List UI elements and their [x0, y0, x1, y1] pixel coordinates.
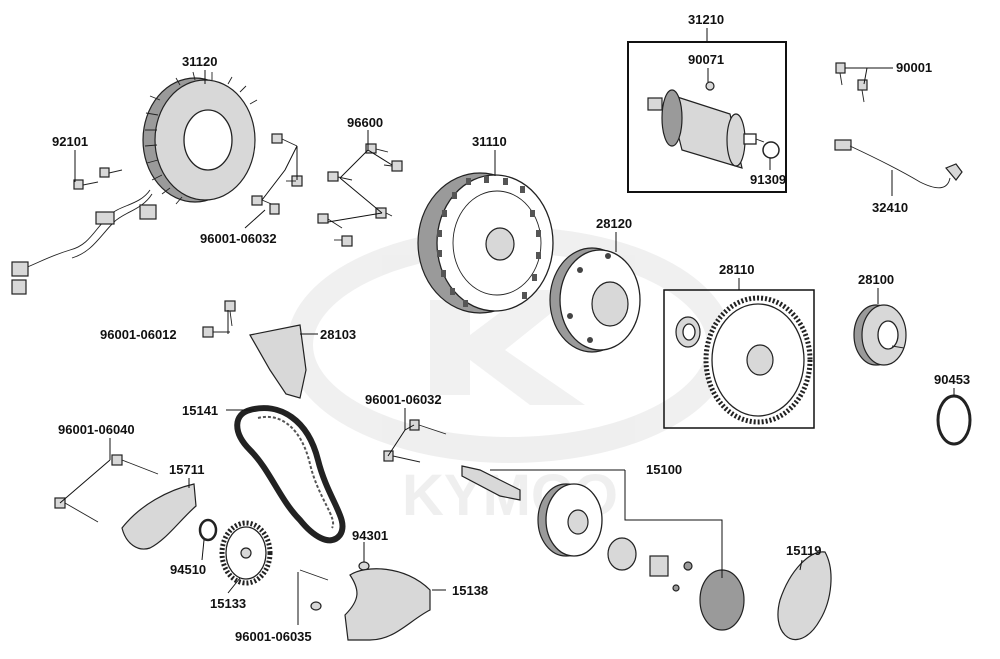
- label-28120[interactable]: 28120: [596, 216, 632, 231]
- part-31210-starter-motor[interactable]: [627, 41, 787, 193]
- label-94510[interactable]: 94510: [170, 562, 206, 577]
- label-31110[interactable]: 31110: [472, 134, 507, 149]
- part-15133-sprocket[interactable]: [219, 520, 273, 586]
- part-15141-belt[interactable]: [234, 405, 346, 544]
- part-90001-bolts[interactable]: [835, 62, 868, 103]
- leader-lines: [59, 28, 955, 625]
- label-90453[interactable]: 90453: [934, 372, 970, 387]
- part-92101-screws[interactable]: [73, 167, 123, 190]
- part-15119-plate[interactable]: [777, 551, 832, 641]
- part-94301-pin[interactable]: [299, 561, 370, 611]
- part-94510-clip[interactable]: [198, 518, 218, 542]
- label-91309[interactable]: 91309: [750, 172, 786, 187]
- label-15141[interactable]: 15141: [182, 403, 218, 418]
- label-90071[interactable]: 90071: [688, 52, 724, 67]
- label-15133[interactable]: 15133: [210, 596, 246, 611]
- label-28103[interactable]: 28103: [320, 327, 356, 342]
- part-28103-chain-guide[interactable]: [249, 324, 307, 399]
- part-15138-bracket[interactable]: [344, 568, 431, 641]
- label-28100[interactable]: 28100: [858, 272, 894, 287]
- label-31210[interactable]: 31210: [688, 12, 724, 27]
- part-31120-stator[interactable]: [11, 71, 258, 295]
- label-15119[interactable]: 15119: [786, 543, 821, 558]
- part-15711-cover[interactable]: [121, 483, 197, 550]
- label-32410[interactable]: 32410: [872, 200, 908, 215]
- part-labels: 31120 92101 96600 96001-06032 31110 3121…: [52, 12, 970, 644]
- part-96001-06012-bolts[interactable]: [202, 300, 236, 338]
- label-28110[interactable]: 28110: [719, 262, 754, 277]
- bolt-set-stator[interactable]: [251, 133, 403, 247]
- part-28110-driven-gear[interactable]: [663, 289, 815, 429]
- label-94301[interactable]: 94301: [352, 528, 388, 543]
- label-15711[interactable]: 15711: [169, 462, 204, 477]
- part-28120-starter-clutch[interactable]: [549, 247, 641, 353]
- part-32410-cable[interactable]: [834, 139, 963, 189]
- label-31120[interactable]: 31120: [182, 54, 217, 69]
- part-15100-assembly[interactable]: [461, 465, 745, 631]
- part-28100-idle-gear[interactable]: [853, 304, 907, 366]
- part-31110-flywheel[interactable]: [417, 172, 554, 314]
- label-96001-06035[interactable]: 96001-06035: [235, 629, 312, 644]
- label-96001-06032-a[interactable]: 96001-06032: [200, 231, 277, 246]
- label-96001-06032-b[interactable]: 96001-06032: [365, 392, 442, 407]
- label-96001-06040[interactable]: 96001-06040: [58, 422, 135, 437]
- label-90001[interactable]: 90001: [896, 60, 932, 75]
- part-90453-ring[interactable]: [936, 394, 972, 446]
- label-96001-06012[interactable]: 96001-06012: [100, 327, 177, 342]
- label-92101[interactable]: 92101: [52, 134, 88, 149]
- label-15100[interactable]: 15100: [646, 462, 682, 477]
- label-15138[interactable]: 15138: [452, 583, 488, 598]
- label-96600[interactable]: 96600: [347, 115, 383, 130]
